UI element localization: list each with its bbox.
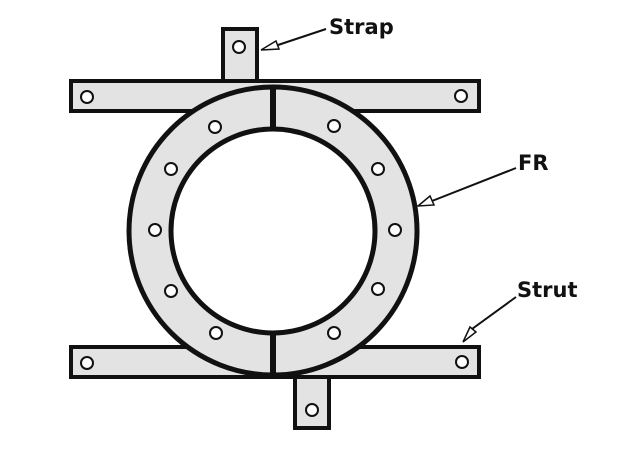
strap-label: Strap xyxy=(329,15,394,39)
strut-arrow-icon xyxy=(462,325,478,343)
strap-arrow-icon xyxy=(260,39,281,51)
fr-arrow-icon xyxy=(415,194,436,207)
strap-leader xyxy=(274,28,327,47)
fr-label: FR xyxy=(518,151,549,175)
pipe-bore xyxy=(168,126,378,336)
strut-callout: Strut xyxy=(462,278,578,343)
strap-callout: Strap xyxy=(260,15,394,51)
fr-ring xyxy=(126,84,420,378)
fr-callout: FR xyxy=(415,151,549,207)
strut-leader xyxy=(471,296,517,330)
strut-label: Strut xyxy=(517,278,578,302)
top-strap-tab xyxy=(221,27,259,83)
ring-bolt-holes xyxy=(148,119,402,340)
bottom-strap-tab xyxy=(293,370,331,430)
fr-leader xyxy=(431,167,517,202)
